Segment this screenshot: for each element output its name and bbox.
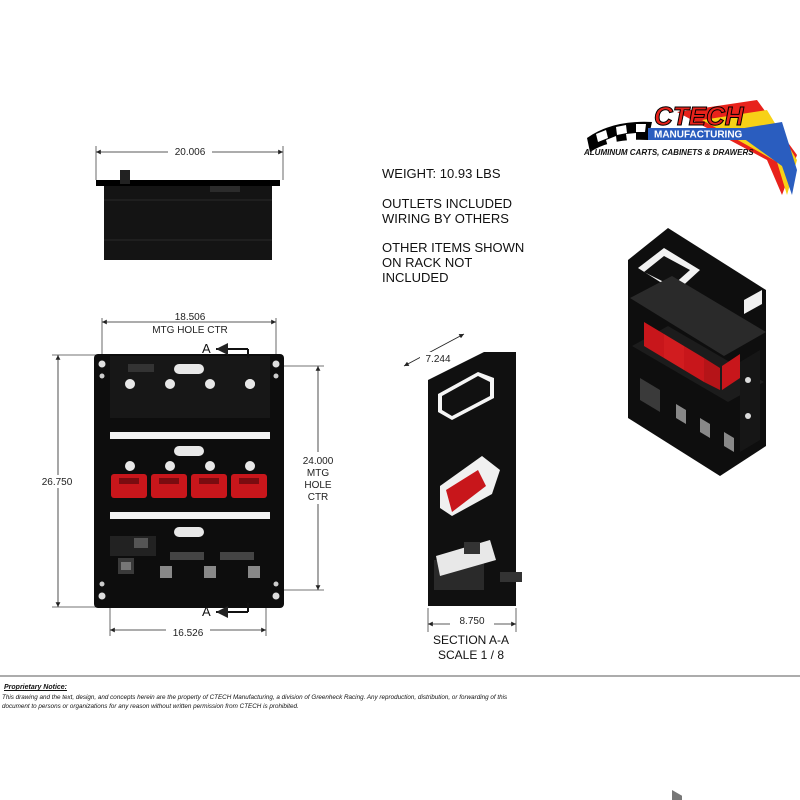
other-items-note: OTHER ITEMS SHOWN ON RACK NOT INCLUDED	[382, 240, 525, 285]
logo-tagline: ALUMINUM CARTS, CABINETS & DRAWERS	[583, 148, 754, 157]
dim-section-top: 7.244	[425, 354, 450, 365]
section-view: 7.244 8.750 SECTION A-A SCALE 1 / 8	[403, 333, 522, 662]
top-view: 20.006	[95, 145, 284, 260]
logo-sub: MANUFACTURING	[654, 130, 743, 141]
dim-mtg-label-2: HOLE	[304, 480, 332, 491]
dim-section-bottom: 8.750	[459, 616, 484, 627]
dim-mtg-label-3: CTR	[308, 492, 329, 503]
dim-overall-height: 26.750	[42, 477, 73, 488]
dim-mtg-label-1: MTG	[307, 468, 329, 479]
checkered-flag-icon	[587, 121, 652, 152]
ctech-logo-graphic: CTECH MANUFACTURING ALUMINUM CARTS, CABI…	[583, 100, 797, 195]
front-view: 18.506 MTG HOLE CTR 26.750 24.000 MTG HO…	[36, 309, 340, 639]
section-scale: SCALE 1 / 8	[438, 648, 504, 662]
weight-note: WEIGHT: 10.93 LBS	[382, 166, 501, 181]
isometric-view	[628, 228, 766, 800]
red-battery-row	[111, 474, 267, 498]
section-marker-top: A	[202, 341, 211, 356]
outlet-row	[118, 558, 260, 578]
dim-bottom-width: 16.526	[173, 628, 204, 639]
proprietary-text: This drawing and the text, design, and c…	[2, 694, 508, 710]
dim-mtg-hole-label: MTG HOLE CTR	[152, 325, 228, 336]
dim-mtg-hole-width: 18.506	[175, 312, 206, 323]
proprietary-title: Proprietary Notice:	[4, 684, 68, 691]
dim-mtg-hole-height: 24.000	[303, 456, 334, 467]
section-title: SECTION A-A	[433, 633, 509, 647]
logo-brand: CTECH	[654, 101, 745, 131]
section-marker-bottom: A	[202, 604, 211, 619]
outlets-note: OUTLETS INCLUDED WIRING BY OTHERS	[382, 196, 513, 226]
iso-red-batteries	[644, 322, 740, 390]
dim-top-width: 20.006	[175, 147, 206, 158]
ctech-logo: CTECH MANUFACTURING ALUMINUM CARTS, CABI…	[582, 100, 797, 220]
